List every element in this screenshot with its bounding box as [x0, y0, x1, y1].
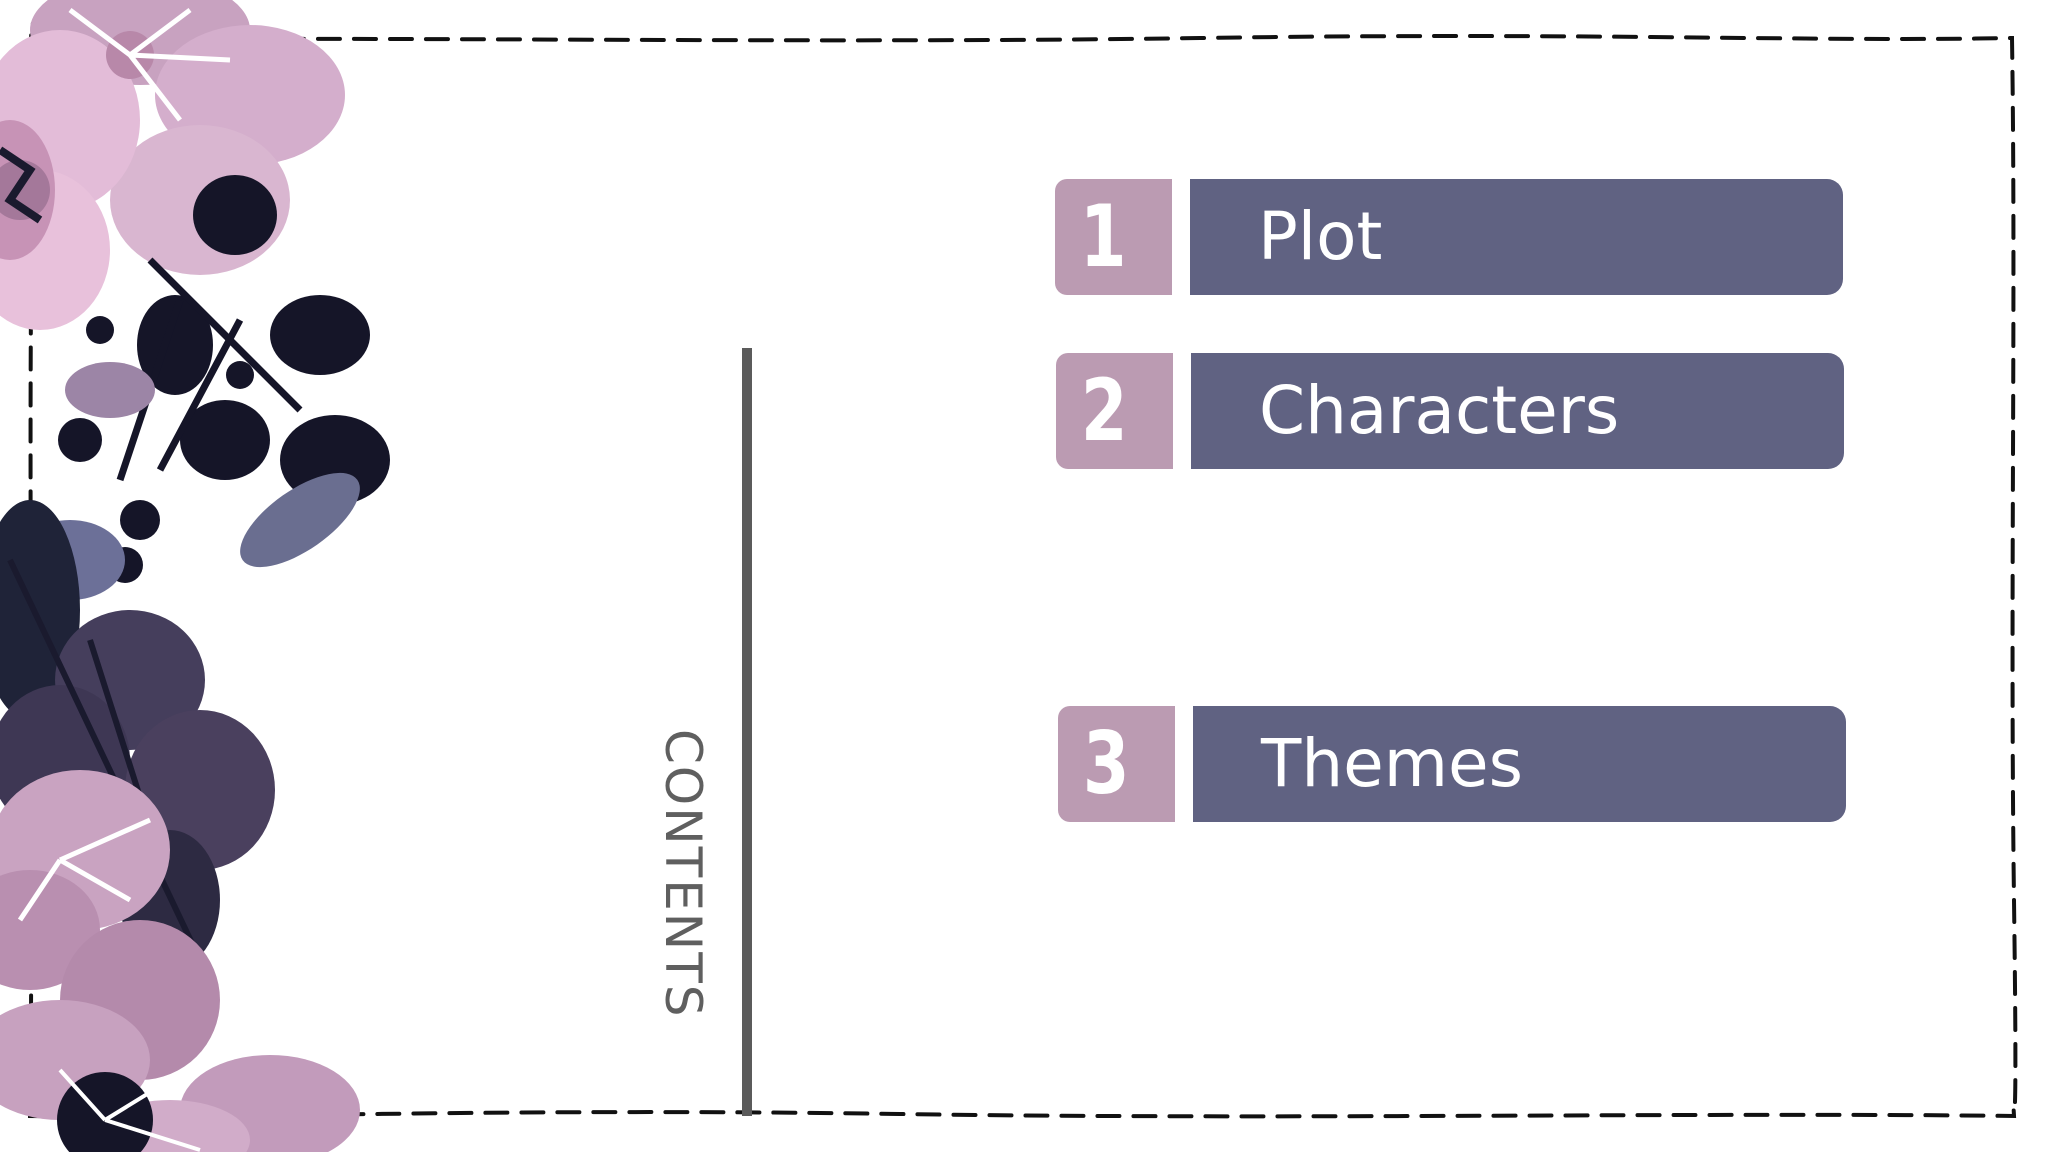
agenda-number: 1 — [1079, 187, 1127, 287]
agenda-number-box: 3 — [1058, 706, 1175, 822]
agenda-number-box: 1 — [1055, 179, 1172, 295]
vertical-divider — [742, 348, 752, 1116]
agenda-number: 3 — [1082, 714, 1130, 814]
pink-flower-bottom — [0, 770, 360, 1152]
agenda-number: 2 — [1080, 361, 1128, 461]
agenda-label-bar: Characters — [1191, 353, 1844, 469]
contents-heading: CONTENTS — [654, 729, 712, 1019]
agenda-label-bar: Themes — [1193, 706, 1846, 822]
agenda-label-bar: Plot — [1190, 179, 1843, 295]
agenda-number-box: 2 — [1056, 353, 1173, 469]
floral-decoration — [0, 0, 390, 1152]
